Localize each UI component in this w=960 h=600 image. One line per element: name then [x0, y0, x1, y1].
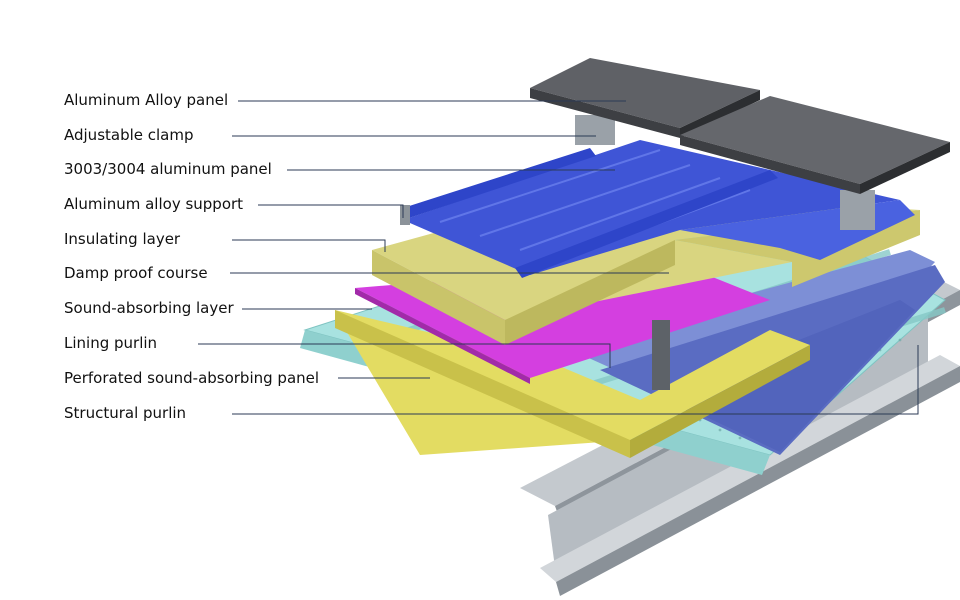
label-perforated-sound-absorbing-panel: Perforated sound-absorbing panel: [64, 369, 320, 387]
leader-line-structural-purlin: [232, 345, 919, 415]
leader-line-insulating-layer: [232, 239, 386, 252]
leader-line-aluminum-alloy-support: [258, 204, 404, 218]
label-insulating-layer: Insulating layer: [64, 230, 181, 248]
sound-absorbing-layer: [335, 310, 810, 458]
leader-line-lining-purlin: [198, 343, 611, 368]
label-damp-proof-course: Damp proof course: [64, 264, 208, 282]
label-aluminum-alloy-panel: Aluminum Alloy panel: [64, 91, 229, 109]
label-aluminum-alloy-support: Aluminum alloy support: [64, 195, 244, 213]
aluminum-alloy-panel: [530, 58, 950, 194]
label-structural-purlin: Structural purlin: [64, 404, 187, 422]
label-adjustable-clamp: Adjustable clamp: [64, 126, 194, 144]
leader-lines: [198, 100, 919, 415]
aluminum-alloy-support: [400, 115, 875, 390]
label-sound-absorbing-layer: Sound-absorbing layer: [64, 299, 234, 317]
label-aluminum-panel: 3003/3004 aluminum panel: [64, 160, 272, 178]
label-lining-purlin: Lining purlin: [64, 334, 158, 352]
